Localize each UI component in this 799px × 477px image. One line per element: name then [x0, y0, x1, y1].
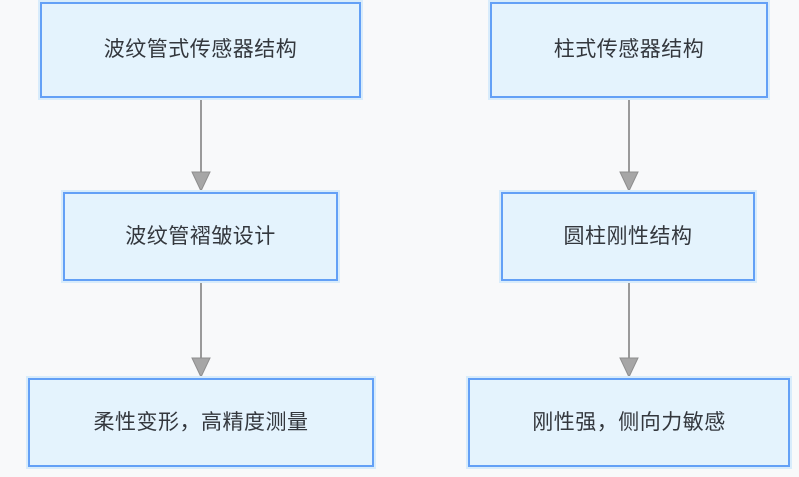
flow-node-cylinder-rigid-structure[interactable]: 圆柱刚性结构 — [499, 190, 757, 283]
flow-node-label: 柱式传感器结构 — [553, 38, 705, 62]
flow-node-label: 波纹管褶皱设计 — [125, 224, 276, 248]
flow-node-label: 柔性变形，高精度测量 — [93, 410, 309, 434]
flow-node-label: 刚性强，侧向力敏感 — [532, 410, 726, 434]
flow-node-column-sensor-structure[interactable]: 柱式传感器结构 — [488, 0, 770, 100]
flow-node-high-rigidity[interactable]: 刚性强，侧向力敏感 — [466, 376, 792, 469]
flow-node-label: 圆柱刚性结构 — [563, 224, 693, 248]
flow-node-flexible-deformation[interactable]: 柔性变形，高精度测量 — [26, 376, 376, 469]
edge-cylinder-rigid-to-high-rigidity — [619, 281, 639, 379]
edge-bellows-structure-to-fold-design — [191, 98, 211, 193]
flow-node-label: 波纹管式传感器结构 — [103, 38, 298, 62]
edge-column-structure-to-cylinder-rigid — [619, 98, 639, 193]
flow-node-bellows-fold-design[interactable]: 波纹管褶皱设计 — [61, 190, 340, 283]
edge-fold-design-to-flexible-deformation — [191, 281, 211, 379]
flow-node-bellows-sensor-structure[interactable]: 波纹管式传感器结构 — [38, 0, 363, 100]
